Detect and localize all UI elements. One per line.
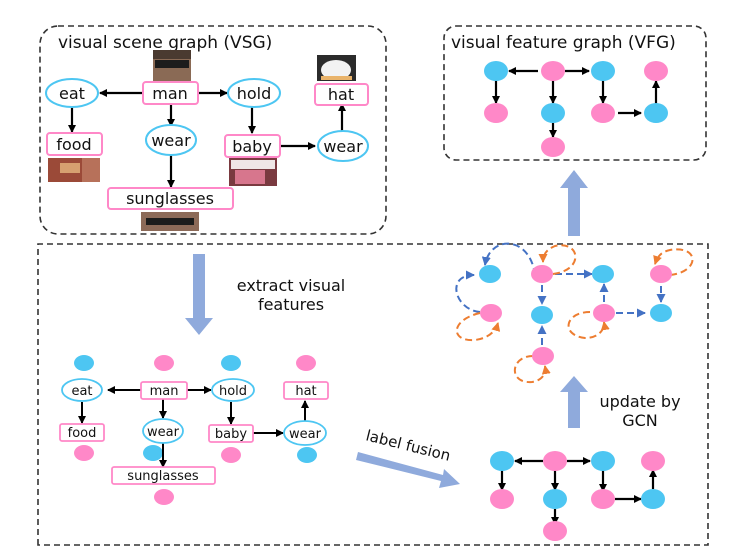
pipeline-box [37,243,709,546]
feature-graph-node [543,521,567,541]
vfg-node [644,103,668,123]
man-photo [153,50,191,83]
extract-label-line2: features [258,295,324,314]
gcn-node [593,304,615,322]
vsg-node-sunglasses: sunglasses [126,189,214,208]
feature-node [154,355,174,371]
vsg-box [39,25,387,235]
food-photo [48,158,100,182]
feature-graph-node [591,489,615,509]
vsg-node-wear-2: wear [323,137,363,156]
vfg-node [541,61,565,81]
feature-node [143,445,163,461]
vfg-node [541,137,565,157]
extract-label-line1: extract visual [237,276,345,295]
vfg-box [443,25,707,161]
fused-node-eat: eat [71,384,92,399]
fused-node-food: food [68,426,97,441]
vsg-node-eat: eat [59,84,85,103]
vfg-node [484,103,508,123]
feature-graph [490,451,665,541]
vfg-node [591,103,615,123]
fused-node-hold: hold [219,384,247,399]
update-label-line2: GCN [622,411,658,430]
feature-node [221,447,241,463]
gcn-node [532,347,554,365]
vsg-node-hat: hat [328,85,354,104]
feature-graph-node [490,451,514,471]
feature-graph-node [543,489,567,509]
gcn-node [650,304,672,322]
feature-node [221,355,241,371]
vsg-node-food: food [56,135,91,154]
feature-node [74,355,94,371]
feature-graph-node [543,451,567,471]
gcn-up-arrow [560,376,588,428]
vfg-graph [484,61,668,157]
feature-graph-node [641,451,665,471]
vfg-up-arrow [560,170,588,236]
vsg-node-wear-1: wear [151,131,191,150]
fused-node-man: man [150,384,179,399]
feature-node [296,355,316,371]
vfg-node [644,61,668,81]
vsg-node-baby: baby [232,137,272,156]
vfg-title: visual feature graph (VFG) [451,33,676,53]
vsg-node-man: man [152,84,188,103]
hat-photo [317,55,356,81]
vsg-node-hold: hold [237,84,272,103]
vsg-title: visual scene graph (VSG) [58,33,272,53]
gcn-node [650,265,672,283]
vfg-node [484,61,508,81]
gcn-node [531,306,553,324]
extract-arrow [185,254,213,335]
gcn-node [479,265,501,283]
fused-node-wear-1: wear [147,425,180,440]
feature-node [297,447,317,463]
fused-node-wear-2: wear [289,427,322,442]
vfg-node [591,61,615,81]
update-label-line1: update by [599,392,680,411]
vfg-node [541,103,565,123]
fused-node-baby: baby [215,427,247,442]
gcn-message-graph [455,242,694,384]
feature-graph-node [591,451,615,471]
vsg-graph: eat man hold hat food wear baby wear sun… [45,50,369,231]
feature-graph-node [490,489,514,509]
baby-photo [229,158,277,186]
fused-vsg-graph: eat man hold hat food wear baby wear sun… [59,355,329,505]
fused-node-sunglasses: sunglasses [127,469,199,484]
gcn-node [531,265,553,283]
label-fusion-arrow [356,452,460,488]
fused-node-hat: hat [295,384,316,399]
feature-graph-node [641,489,665,509]
gcn-node [480,304,502,322]
gcn-node [592,265,614,283]
feature-node [154,489,174,505]
feature-node [74,445,94,461]
sunglasses-photo [141,212,199,231]
